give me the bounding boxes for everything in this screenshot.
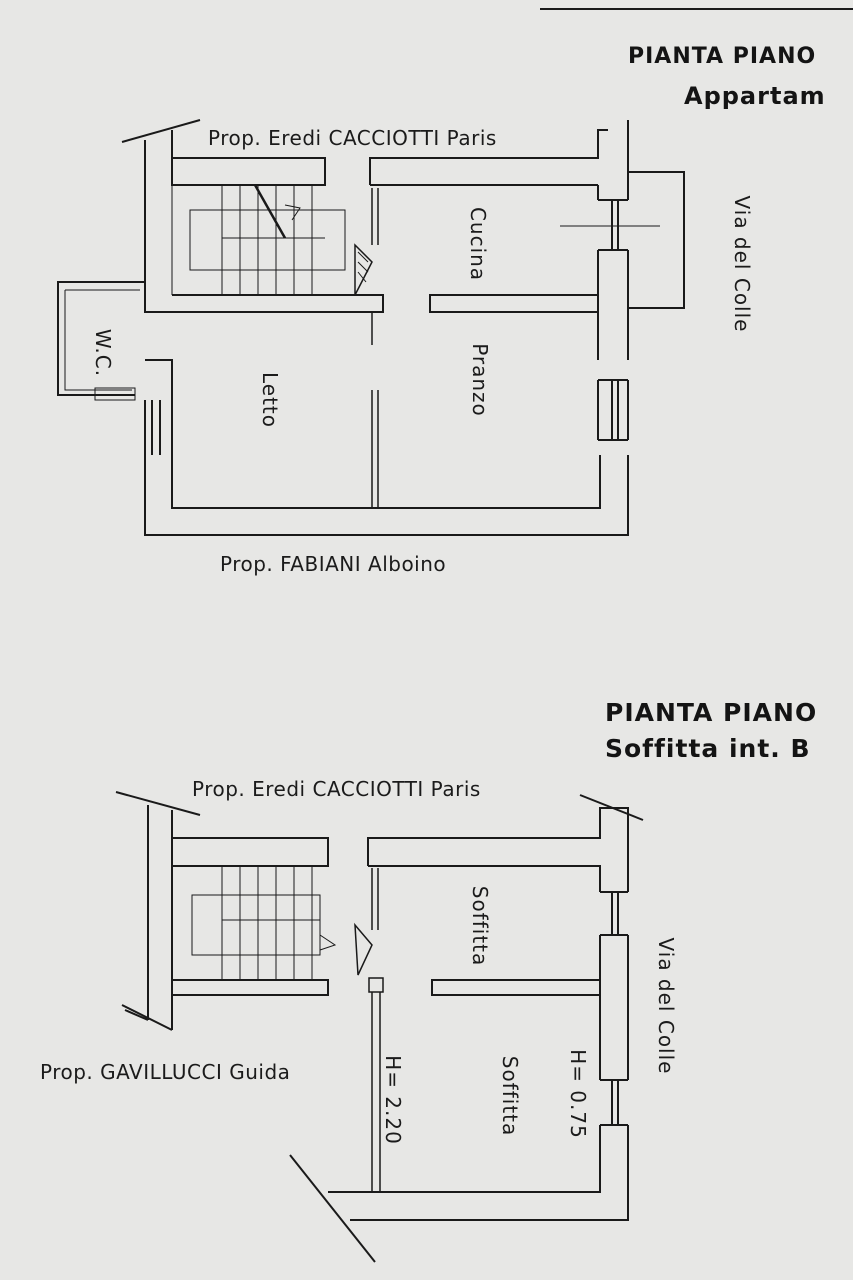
plan2-neighbor-west: Prop. GAVILLUCCI Guida	[40, 1060, 291, 1084]
room-label-bedroom: Letto	[258, 371, 282, 429]
plan1-title-line2: Appartam	[684, 82, 826, 110]
plan2-street-label: Via del Colle	[654, 937, 678, 1075]
room-label-kitchen: Cucina	[466, 206, 490, 282]
plan1-neighbor-south: Prop. FABIANI Alboino	[220, 552, 447, 576]
plan2-title-line1: PIANTA PIANO	[605, 698, 818, 727]
room-label-attic-upper: Soffitta	[468, 885, 492, 967]
plan2-walls	[115, 791, 644, 1263]
plan2-title-line2: Soffitta int. B	[605, 734, 811, 763]
height-label-low: H= 0.75	[566, 1049, 590, 1139]
plan1-walls	[57, 119, 685, 536]
room-label-attic-lower: Soffitta	[498, 1055, 522, 1137]
plan2-neighbor-north: Prop. Eredi CACCIOTTI Paris	[192, 777, 481, 801]
room-label-dining: Pranzo	[468, 343, 492, 417]
height-label-high: H= 2.20	[381, 1055, 405, 1145]
plan1-title-line1: PIANTA PIANO	[628, 44, 817, 69]
room-label-wc: W.C.	[91, 328, 115, 378]
plan1-street-label: Via del Colle	[730, 195, 754, 333]
plan1-neighbor-north: Prop. Eredi CACCIOTTI Paris	[208, 126, 497, 150]
